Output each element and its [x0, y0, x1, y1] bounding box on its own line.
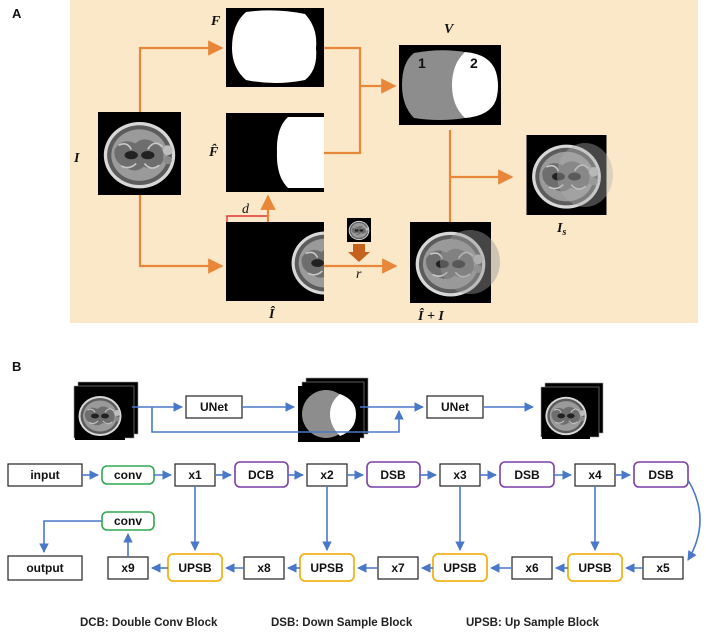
mask-F-hat	[226, 113, 324, 192]
conv-block-decoder: conv	[101, 511, 155, 531]
upsb-block-1: UPSB	[167, 553, 223, 582]
label-r: r	[356, 267, 362, 282]
x9-box: x9	[107, 556, 149, 580]
label-F: F	[210, 14, 221, 29]
label-V: V	[444, 22, 455, 37]
conv-block-encoder: conv	[101, 465, 155, 485]
unet-box-2: UNet	[426, 395, 484, 419]
region-2-label: 2	[470, 55, 478, 71]
svg-text:DSB: DSB	[648, 468, 674, 482]
svg-text:conv: conv	[114, 514, 142, 528]
panel-a-letter: A	[12, 6, 22, 21]
input-box: input	[7, 463, 83, 487]
svg-text:x7: x7	[391, 561, 405, 575]
legend-dsb: DSB: Down Sample Block	[271, 617, 413, 629]
svg-text:UPSB: UPSB	[443, 561, 477, 575]
output-box: output	[7, 555, 83, 581]
shifted-image-I-hat	[226, 222, 324, 301]
encoder-arrows	[82, 470, 701, 561]
svg-text:UPSB: UPSB	[310, 561, 344, 575]
label-I: I	[73, 151, 80, 166]
svg-text:x5: x5	[656, 561, 670, 575]
input-stack-image	[73, 381, 139, 440]
x1-box: x1	[174, 463, 216, 487]
svg-text:input: input	[30, 468, 59, 482]
svg-text:DCB: DCB	[248, 468, 274, 482]
svg-text:x4: x4	[588, 468, 602, 482]
svg-text:conv: conv	[114, 468, 142, 482]
label-d: d	[242, 202, 250, 217]
upsb-block-4: UPSB	[567, 553, 623, 582]
panel-a-arrows	[138, 40, 514, 274]
mask-F	[226, 8, 324, 87]
decoder-arrows	[39, 520, 643, 573]
svg-text:output: output	[26, 561, 63, 575]
label-Is: Is	[556, 221, 566, 238]
svg-text:x3: x3	[453, 468, 467, 482]
r-down-arrow	[348, 244, 370, 262]
input-image-I	[97, 112, 182, 195]
svg-text:UPSB: UPSB	[178, 561, 212, 575]
overlap-map-V	[399, 45, 501, 125]
svg-text:x6: x6	[525, 561, 539, 575]
sum-image-I-hat-plus-I	[408, 222, 500, 303]
x7-box: x7	[377, 556, 419, 580]
label-I-hat-plus-I: Î + I	[417, 307, 444, 324]
panel-b-letter: B	[12, 359, 21, 374]
unet-box-1: UNet	[185, 395, 243, 419]
svg-text:x1: x1	[188, 468, 202, 482]
svg-text:DSB: DSB	[380, 468, 406, 482]
x6-box: x6	[511, 556, 553, 580]
r-small-image	[346, 218, 372, 242]
dsb-block-3: DSB	[633, 461, 689, 488]
dsb-block-1: DSB	[366, 461, 421, 488]
result-image-Is	[525, 135, 613, 215]
label-I-hat: Î	[268, 305, 276, 322]
x2-box: x2	[306, 463, 348, 487]
svg-text:x8: x8	[257, 561, 271, 575]
svg-text:x2: x2	[320, 468, 334, 482]
upsb-block-3: UPSB	[432, 553, 488, 582]
x3-box: x3	[439, 463, 481, 487]
top-row-arrows	[132, 402, 534, 433]
x5-box: x5	[642, 556, 684, 580]
svg-text:UNet: UNet	[200, 400, 228, 414]
dsb-block-2: DSB	[499, 461, 555, 488]
svg-text:UNet: UNet	[441, 400, 469, 414]
x4-box: x4	[574, 463, 616, 487]
mask-stack-image	[298, 377, 369, 442]
svg-text:x9: x9	[121, 561, 135, 575]
svg-text:DSB: DSB	[514, 468, 540, 482]
dcb-block: DCB	[234, 461, 289, 488]
upsb-block-2: UPSB	[299, 553, 355, 582]
output-stack-image	[540, 382, 604, 439]
legend-dcb: DCB: Double Conv Block	[80, 617, 218, 629]
x8-box: x8	[243, 556, 285, 580]
svg-text:UPSB: UPSB	[578, 561, 612, 575]
legend-upsb: UPSB: Up Sample Block	[466, 617, 600, 629]
region-1-label: 1	[418, 55, 426, 71]
label-F-hat: F̂	[208, 143, 219, 160]
